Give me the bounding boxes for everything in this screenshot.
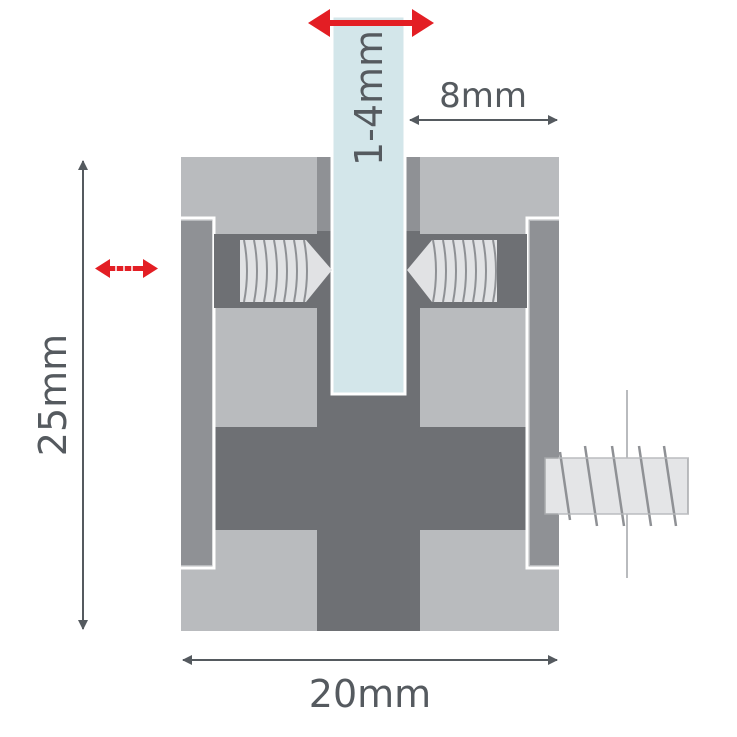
glass-panel: [330, 14, 407, 396]
grub-screw-right: [407, 239, 497, 303]
cap-movement-arrow: [95, 259, 158, 278]
dim-label-glass-thickness: 1-4mm: [347, 30, 391, 166]
glass-movement-arrow: [308, 9, 434, 37]
threaded-screw-icon: [240, 239, 497, 303]
grub-screw-left: [240, 239, 332, 303]
cap-outline: [181, 216, 216, 570]
dim-label-edge-offset: 8mm: [439, 76, 527, 116]
slot-wall-right: [405, 157, 420, 231]
side-plate-left: [181, 221, 212, 565]
connector-band-left: [214, 427, 327, 530]
connector-band-right: [410, 427, 527, 530]
double-arrow-icon: [95, 9, 434, 278]
screw-threads: [558, 445, 678, 527]
slot-wall-left: [317, 157, 332, 231]
wood-screw-icon: [544, 390, 689, 578]
dim-label-diameter: 20mm: [309, 672, 431, 716]
dim-label-height: 25mm: [31, 334, 75, 456]
cap-outline-right: [525, 216, 559, 570]
